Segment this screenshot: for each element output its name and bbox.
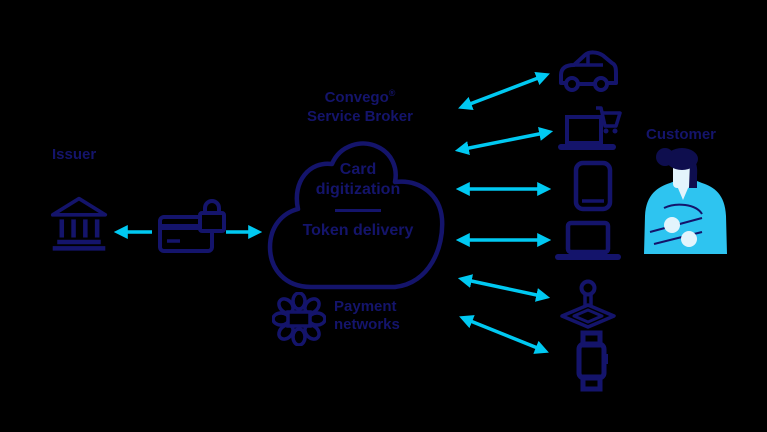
broker-subtitle: Service Broker — [307, 107, 413, 125]
arrow-cloud-watch — [459, 315, 549, 354]
broker-title: Convego® Service Broker — [285, 88, 435, 127]
arrow-cloud-car — [458, 71, 550, 111]
smartwatch-icon — [576, 330, 608, 392]
payment-networks-burst-icon — [272, 292, 326, 346]
payment-networks-label: Payment networks — [334, 298, 400, 333]
bank-icon — [50, 196, 108, 251]
cloud-bottom-label: Token delivery — [302, 222, 414, 239]
cloud-divider — [335, 209, 381, 212]
arrow-cloud-ecommerce — [454, 127, 554, 155]
customer-person-illustration — [644, 148, 727, 254]
laptop-icon — [555, 220, 621, 260]
car-icon — [559, 50, 618, 92]
customer-label: Customer — [646, 126, 717, 143]
broker-name: Convego — [324, 89, 389, 106]
cloud-top-label: Card digitization — [315, 161, 401, 198]
ecommerce-cart-laptop-icon — [558, 106, 622, 150]
smartphone-icon — [573, 160, 613, 212]
joystick-icon — [560, 279, 616, 329]
cloud-shape — [267, 141, 445, 290]
issuer-label: Issuer — [52, 146, 97, 163]
card-with-lock-icon — [158, 199, 226, 253]
cloud-text: Card digitization Token delivery — [302, 160, 414, 241]
arrow-cloud-joystick — [457, 274, 551, 302]
trademark-symbol: ® — [388, 88, 396, 98]
